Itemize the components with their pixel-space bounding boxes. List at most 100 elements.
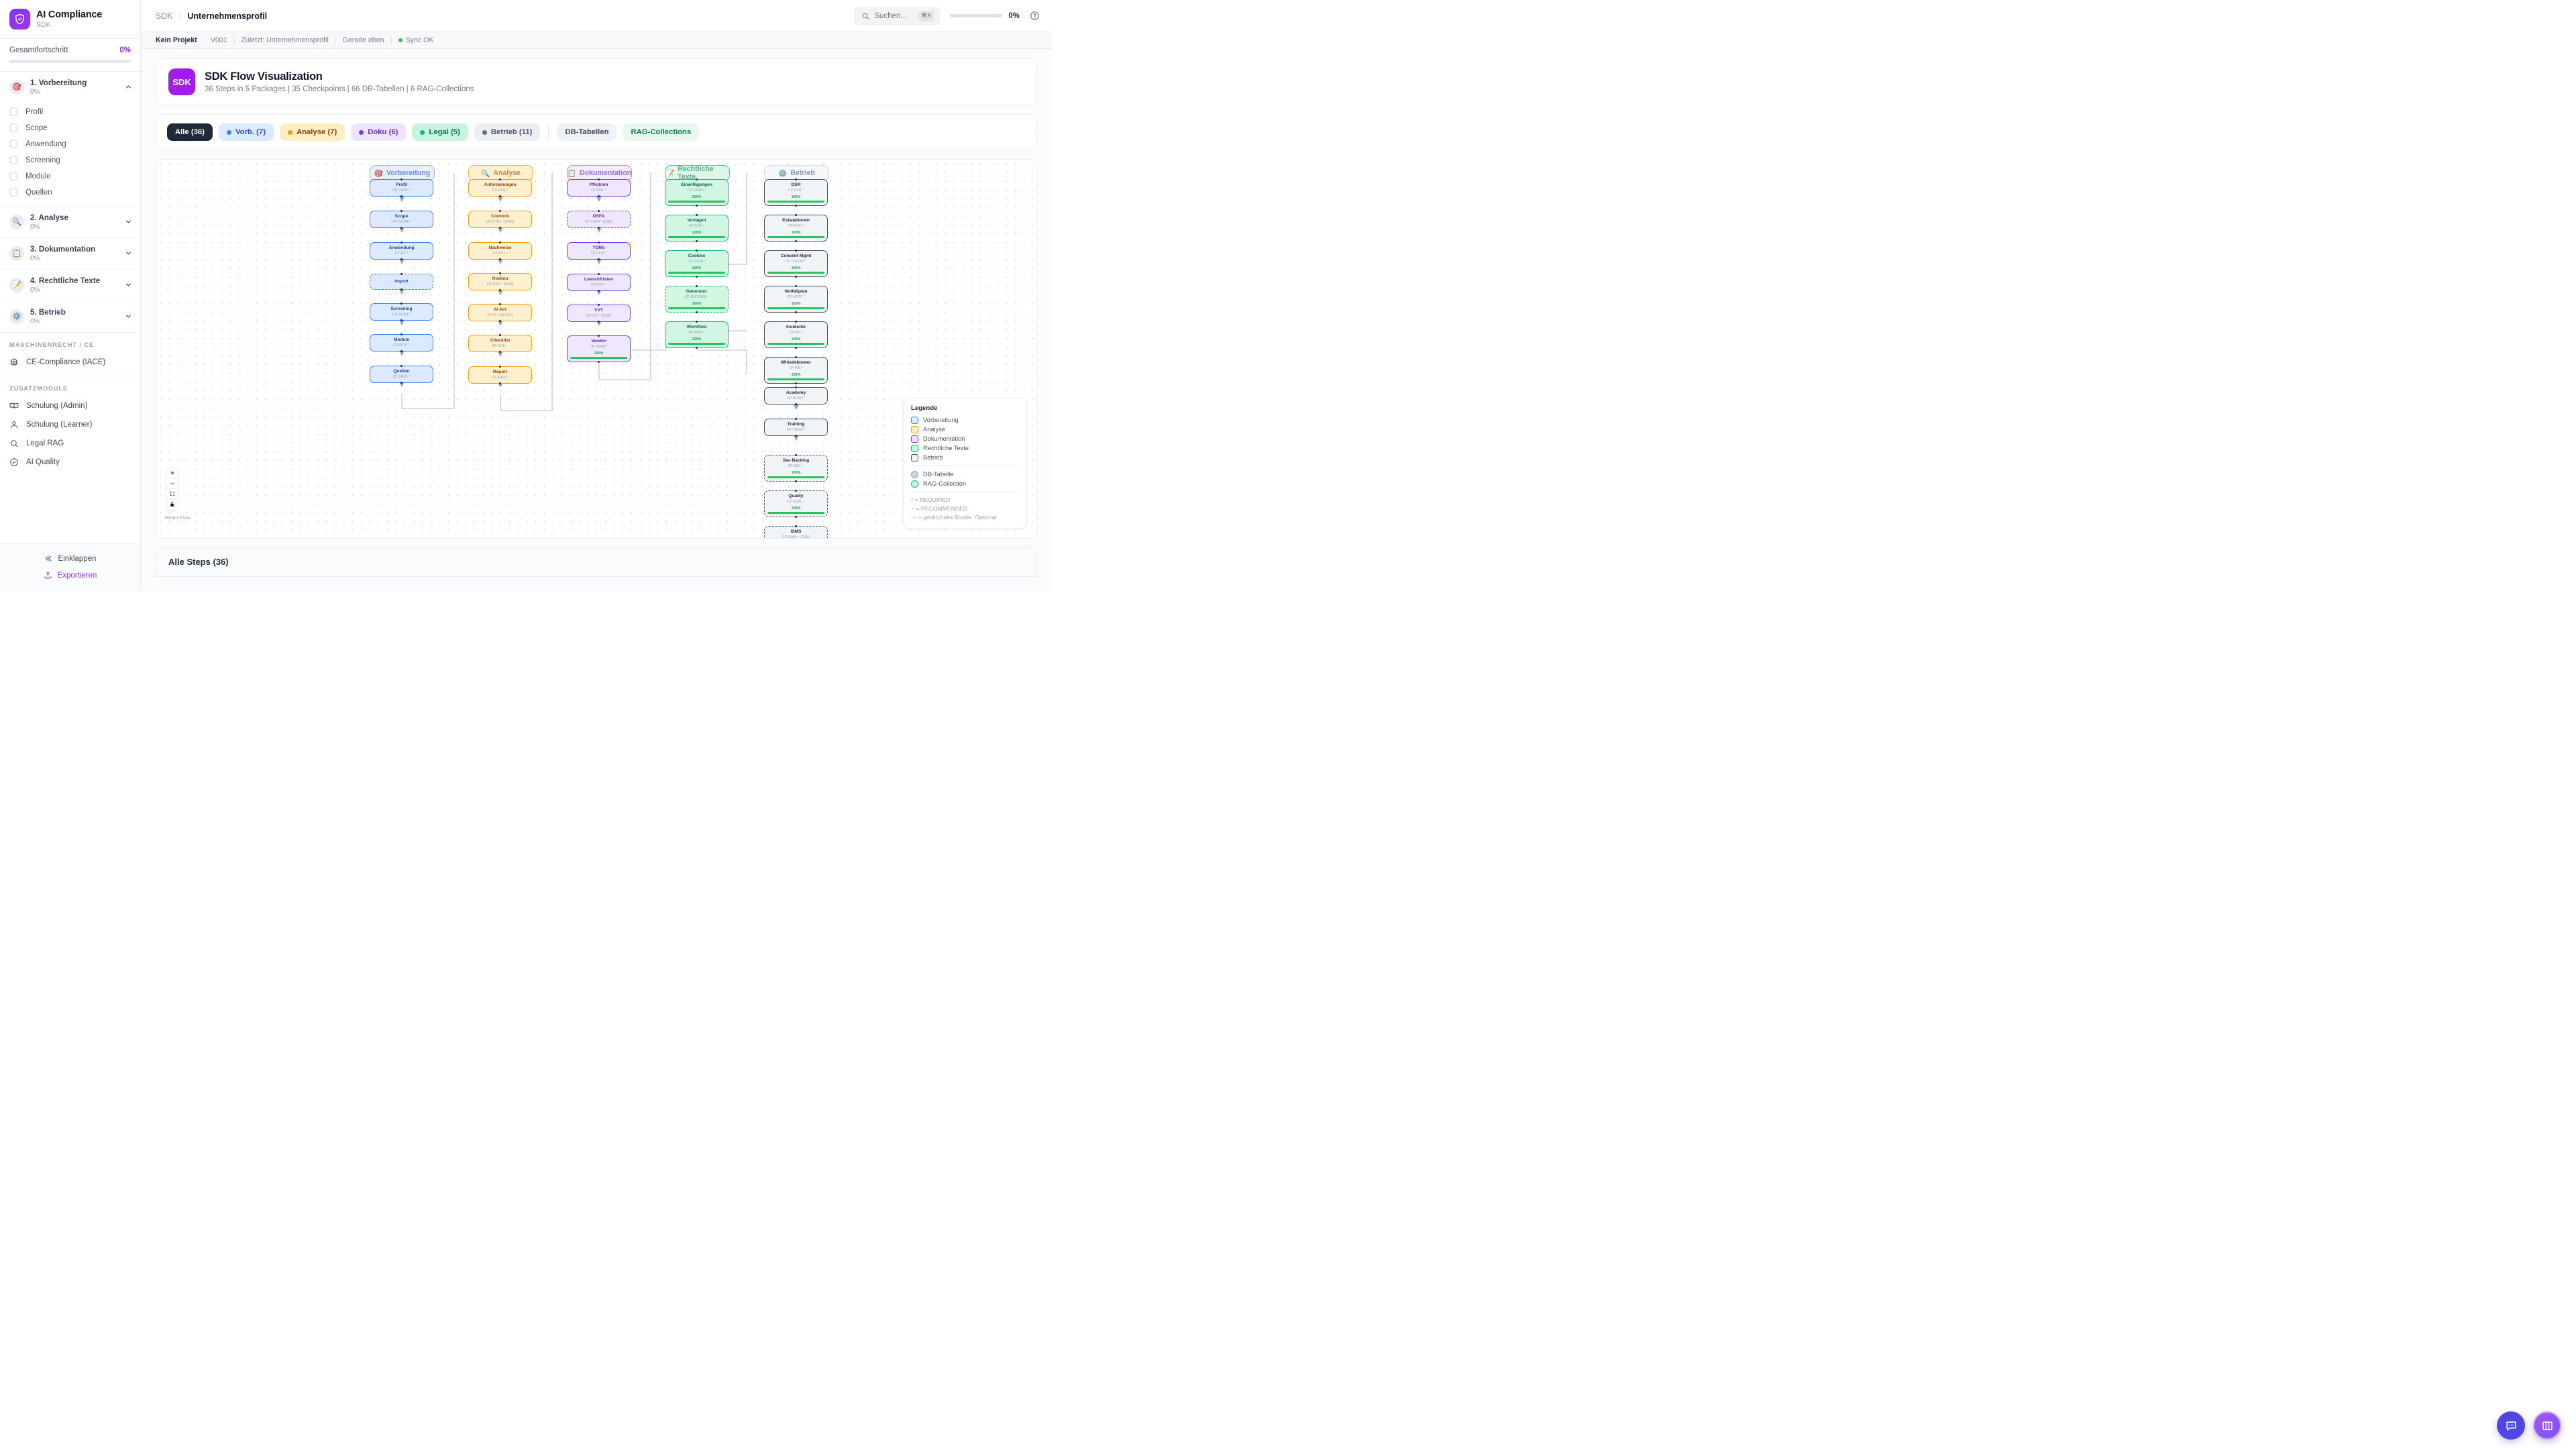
zoom-out-button[interactable]	[166, 478, 178, 489]
filter-chip-betrieb[interactable]: Betrieb (11)	[474, 123, 541, 141]
node-code: CP-SCOPE *	[391, 220, 412, 225]
lock-open-icon	[170, 502, 174, 507]
flow-node-import[interactable]: Import	[370, 273, 433, 291]
node-title: Scope	[394, 214, 409, 219]
node-code: CP-DSFA * [DSB]	[585, 220, 612, 225]
sidebar-item-schulung-learner[interactable]: Schulung (Learner)	[0, 415, 140, 434]
sidebar-item-screening[interactable]: Screening	[0, 152, 140, 168]
phase-header-4[interactable]: 📝 4. Rechtliche Texte 0%	[0, 270, 140, 301]
sidebar-item-label: Anwendung	[25, 140, 66, 148]
sidebar-item-label: CE-Compliance (IACE)	[26, 358, 106, 366]
sidebar-item-scope[interactable]: Scope	[0, 120, 140, 136]
filter-chip-db-tabellen[interactable]: DB-Tabellen	[557, 123, 617, 141]
flow-controls[interactable]	[166, 468, 178, 510]
filter-chip-rag-collections[interactable]: RAG-Collections	[623, 123, 700, 141]
sidebar-item-module[interactable]: Module	[0, 168, 140, 184]
legend-circle	[911, 480, 918, 488]
chip-label: Vorb. (7)	[235, 128, 266, 136]
zoom-in-button[interactable]	[166, 468, 178, 479]
step-status-circle	[9, 172, 18, 181]
collapse-sidebar-button[interactable]: Einklappen	[0, 550, 140, 567]
export-button[interactable]: Exportieren	[0, 567, 140, 584]
search-input[interactable]: Suchen... ⌘K	[854, 6, 941, 25]
chevron-down-icon	[126, 283, 131, 286]
phase-header-2[interactable]: 🔍 2. Analyse 0%	[0, 207, 140, 237]
filter-chip-legal[interactable]: Legal (5)	[412, 123, 468, 141]
phase-header-5[interactable]: ⚙️ 5. Betrieb 0%	[0, 301, 140, 332]
node-title: Loeschfristen	[584, 277, 614, 282]
sidebar-item-ai-quality[interactable]: AI Quality	[0, 453, 140, 472]
node-progress-bar	[767, 476, 824, 478]
sidebar-item-profil[interactable]: Profil	[0, 104, 140, 120]
breadcrumb-root[interactable]: SDK	[156, 11, 173, 21]
sidebar-item-legal-rag[interactable]: Legal RAG	[0, 434, 140, 453]
node-title: Checklist	[490, 338, 511, 343]
panel-fab[interactable]	[2533, 1411, 2561, 1440]
filter-chip-doku[interactable]: Doku (6)	[351, 123, 407, 141]
node-title: Pflichten	[589, 182, 608, 187]
sidebar-item-anwendung[interactable]: Anwendung	[0, 136, 140, 152]
sidebar-item-label: Quellen	[25, 188, 52, 197]
sidebar-item-ce-compliance[interactable]: CE-Compliance (IACE)	[0, 353, 140, 372]
chat-fab[interactable]	[2497, 1411, 2525, 1440]
sidebar-item-quellen[interactable]: Quellen	[0, 184, 140, 201]
filter-chip-vorbereitung[interactable]: Vorb. (7)	[218, 123, 274, 141]
lock-button[interactable]	[166, 499, 178, 510]
node-code: CP-CMGMT *	[785, 260, 807, 264]
sidebar-item-label: Profil	[25, 107, 44, 116]
node-code: CP-CONS *	[687, 189, 706, 193]
sidebar-item-schulung-admin[interactable]: Schulung (Admin)	[0, 396, 140, 415]
breadcrumb-separator: ›	[178, 11, 182, 20]
phase-header-1[interactable]: 🎯 1. Vorbereitung 0%	[0, 72, 140, 103]
question-circle-icon[interactable]	[1030, 11, 1040, 21]
filter-chip-analyse[interactable]: Analyse (7)	[279, 123, 345, 141]
fit-view-button[interactable]	[166, 489, 178, 500]
search-icon	[11, 439, 18, 447]
flow-canvas[interactable]: 🎯Vorbereitung 🔍Analyse 📋Dokumentation 📝R…	[156, 159, 1037, 539]
node-title: Consent Mgmt	[780, 254, 812, 258]
filter-chip-alle[interactable]: Alle (36)	[167, 123, 213, 141]
phase-header-3[interactable]: 📋 3. Dokumentation 0%	[0, 238, 140, 269]
node-code: CP-CTRL * [DSB]	[486, 220, 514, 225]
step-status-circle	[9, 123, 18, 133]
node-title: Sec-Backlog	[782, 458, 810, 463]
plus-icon	[170, 471, 174, 476]
phase-percent-5: 0%	[30, 317, 40, 325]
brand-header[interactable]: AI Compliance SDK	[0, 0, 140, 39]
